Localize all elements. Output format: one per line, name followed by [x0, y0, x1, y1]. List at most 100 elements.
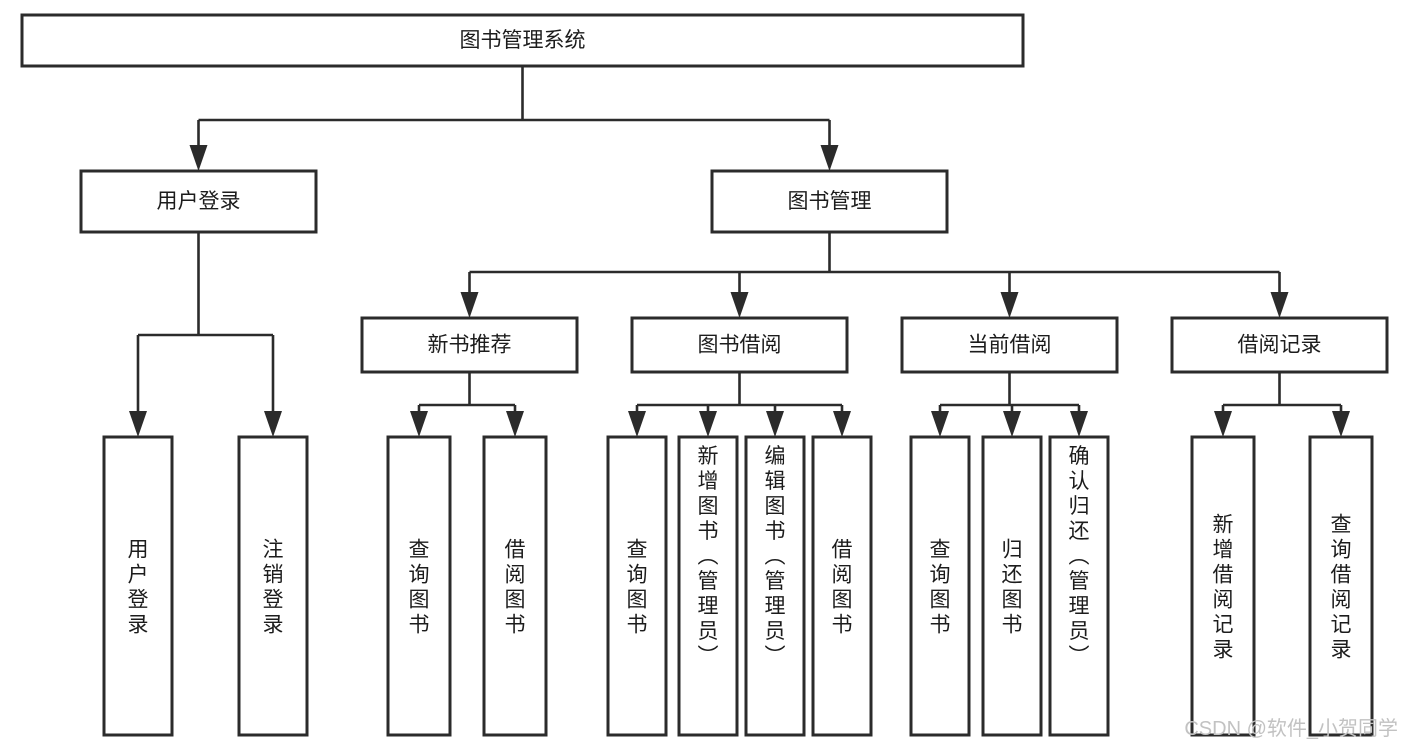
- node-box[interactable]: [1308, 435, 1374, 737]
- node-label-char: 书: [765, 520, 786, 543]
- node-box[interactable]: [606, 435, 668, 737]
- node-label-char: 询: [627, 564, 648, 587]
- node-借阅记录[interactable]: 借阅记录: [1170, 316, 1389, 374]
- arrow-head-icon: [129, 411, 147, 437]
- node-box[interactable]: [811, 435, 873, 737]
- node-label-char: 员: [698, 620, 719, 643]
- node-label-char: 管: [698, 570, 719, 593]
- arrow-head-icon: [189, 145, 208, 171]
- node-label: 新书推荐: [428, 334, 512, 357]
- node-box[interactable]: [677, 435, 739, 737]
- node-label-char: ︶: [698, 645, 719, 668]
- node-当前借阅[interactable]: 当前借阅: [900, 316, 1119, 374]
- node-box[interactable]: [237, 435, 309, 737]
- node-label-char: 图: [930, 589, 951, 612]
- node-label: 图书管理系统: [460, 29, 586, 52]
- node-label-char: 书: [1002, 614, 1023, 637]
- arrow-head-icon: [1332, 411, 1350, 437]
- node-box[interactable]: [900, 316, 1119, 374]
- node-label-char: 归: [1002, 539, 1023, 562]
- node-box[interactable]: [102, 435, 174, 737]
- arrow-head-icon: [506, 411, 524, 437]
- node-box[interactable]: [630, 316, 849, 374]
- node-label-char: 书: [505, 614, 526, 637]
- node-label-char: 书: [930, 614, 951, 637]
- arrow-head-icon: [410, 411, 428, 437]
- node-label-char: 借: [832, 539, 853, 562]
- node-图书管理[interactable]: 图书管理: [710, 169, 949, 234]
- arrow-head-icon: [820, 145, 839, 171]
- node-box[interactable]: [360, 316, 579, 374]
- node-label: 图书管理: [788, 190, 872, 213]
- node-用户登录[interactable]: 用户登录: [102, 435, 174, 737]
- node-label-char: 借: [505, 539, 526, 562]
- node-label-char: 记: [1331, 614, 1352, 637]
- node-label-char: 增: [698, 470, 719, 493]
- node-label-char: 销: [263, 564, 284, 587]
- node-label-char: 图: [505, 589, 526, 612]
- node-label-char: 图: [409, 589, 430, 612]
- node-label-char: 新: [698, 445, 719, 468]
- node-label-char: 认: [1069, 470, 1090, 493]
- node-box[interactable]: [909, 435, 971, 737]
- node-label-char: 登: [128, 589, 149, 612]
- arrow-head-icon: [766, 411, 784, 437]
- node-label-char: 查: [930, 539, 951, 562]
- node-label-char: 询: [930, 564, 951, 587]
- node-box[interactable]: [79, 169, 318, 234]
- node-label-char: 理: [698, 595, 719, 618]
- node-label-char: 归: [1069, 495, 1090, 518]
- node-box[interactable]: [20, 13, 1025, 68]
- node-label-char: 阅: [832, 564, 853, 587]
- node-label-char: ︵: [698, 545, 719, 568]
- node-label-char: 增: [1213, 539, 1234, 562]
- node-label-char: 录: [128, 614, 149, 637]
- node-label-char: 书: [627, 614, 648, 637]
- node-label-char: 借: [1331, 564, 1352, 587]
- node-box[interactable]: [1048, 435, 1110, 737]
- node-label: 图书借阅: [698, 334, 782, 357]
- node-box[interactable]: [1190, 435, 1256, 737]
- node-label-char: 录: [1331, 639, 1352, 662]
- node-box[interactable]: [710, 169, 949, 234]
- node-box[interactable]: [981, 435, 1043, 737]
- node-label-char: ︵: [1069, 545, 1090, 568]
- node-图书管理系统[interactable]: 图书管理系统: [20, 13, 1025, 68]
- node-label-char: ︶: [765, 645, 786, 668]
- node-label-char: 查: [1331, 514, 1352, 537]
- node-label: 用户登录: [157, 190, 241, 213]
- arrow-head-icon: [1070, 411, 1088, 437]
- node-用户登录[interactable]: 用户登录: [79, 169, 318, 234]
- node-box[interactable]: [482, 435, 548, 737]
- node-box[interactable]: [744, 435, 806, 737]
- node-label-char: 登: [263, 589, 284, 612]
- node-label-char: 理: [1069, 595, 1090, 618]
- node-box[interactable]: [386, 435, 452, 737]
- arrow-head-icon: [1003, 411, 1021, 437]
- node-label-char: 员: [1069, 620, 1090, 643]
- csdn-watermark: CSDN @软件_小贺同学: [1184, 717, 1398, 740]
- node-label-char: 编: [765, 445, 786, 468]
- node-box[interactable]: [1170, 316, 1389, 374]
- node-label-char: ︵: [765, 545, 786, 568]
- node-图书借阅[interactable]: 图书借阅: [630, 316, 849, 374]
- node-label-char: 查: [409, 539, 430, 562]
- node-label-char: 管: [1069, 570, 1090, 593]
- arrow-head-icon: [699, 411, 717, 437]
- node-新书推荐[interactable]: 新书推荐: [360, 316, 579, 374]
- arrow-head-icon: [730, 292, 749, 318]
